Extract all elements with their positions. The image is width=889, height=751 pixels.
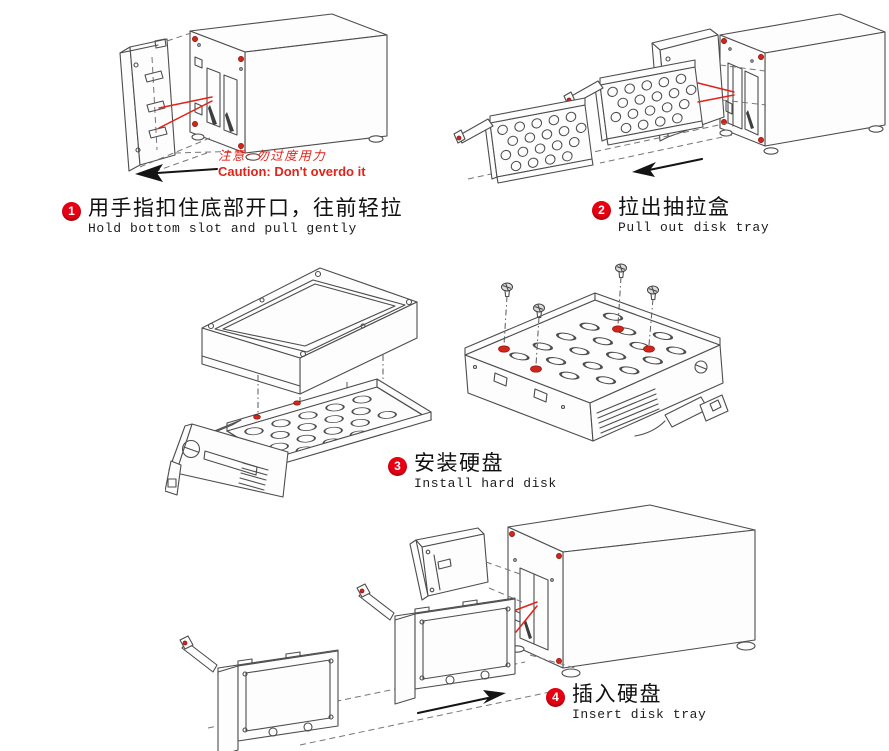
disk-tray-assembled xyxy=(464,292,729,442)
caution-note: 注意: 勿过度用力 Caution: Don't overdo it xyxy=(218,149,366,180)
step-3-badge: 3 xyxy=(388,457,407,476)
enclosure-box xyxy=(507,504,756,678)
step-1-title-zh: 用手指扣住底部开口，往前轻拉 xyxy=(88,196,403,220)
step-1: 1 用手指扣住底部开口，往前轻拉 Hold bottom slot and pu… xyxy=(62,196,403,237)
screw-icon xyxy=(646,285,660,301)
screw-icon xyxy=(500,282,514,298)
hard-disk-drive xyxy=(201,267,418,395)
step-3-title-zh: 安装硬盘 xyxy=(414,451,504,475)
step-4: 4 插入硬盘 Insert disk tray xyxy=(546,682,707,723)
step-1-badge: 1 xyxy=(62,202,81,221)
figure-open-front-door xyxy=(119,13,388,182)
step-3: 3 安装硬盘 Install hard disk xyxy=(388,451,557,492)
step-4-badge: 4 xyxy=(546,688,565,707)
front-door-panel xyxy=(409,527,489,601)
pull-direction-arrow-left-icon xyxy=(632,157,704,177)
enclosure-box xyxy=(189,13,388,161)
enclosure-box xyxy=(719,13,886,155)
step-4-title-en: Insert disk tray xyxy=(572,707,707,723)
step-3-title-en: Install hard disk xyxy=(414,476,557,492)
step-2-title-zh: 拉出抽拉盒 xyxy=(618,195,731,219)
figure-pull-out-tray xyxy=(453,13,886,184)
step-4-title-zh: 插入硬盘 xyxy=(572,682,662,706)
step-1-title-en: Hold bottom slot and pull gently xyxy=(88,221,357,237)
disk-tray-with-disk xyxy=(356,583,516,705)
insert-direction-arrow-right-icon xyxy=(416,690,506,715)
pull-direction-arrow-left-icon xyxy=(135,164,219,182)
caution-text-zh: 注意: 勿过度用力 xyxy=(218,149,327,163)
step-2-badge: 2 xyxy=(592,201,611,220)
step-2: 2 拉出抽拉盒 Pull out disk tray xyxy=(592,195,770,236)
step-2-title-en: Pull out disk tray xyxy=(618,220,770,236)
figure-insert-tray xyxy=(179,504,756,751)
screw-icon xyxy=(614,263,628,279)
disk-tray xyxy=(453,97,594,184)
figure-install-hard-disk xyxy=(165,263,729,498)
disk-tray-with-disk xyxy=(179,635,339,751)
front-door-panel xyxy=(119,38,176,172)
caution-text-en: Caution: Don't overdo it xyxy=(218,164,366,180)
disk-tray-empty xyxy=(165,378,432,498)
